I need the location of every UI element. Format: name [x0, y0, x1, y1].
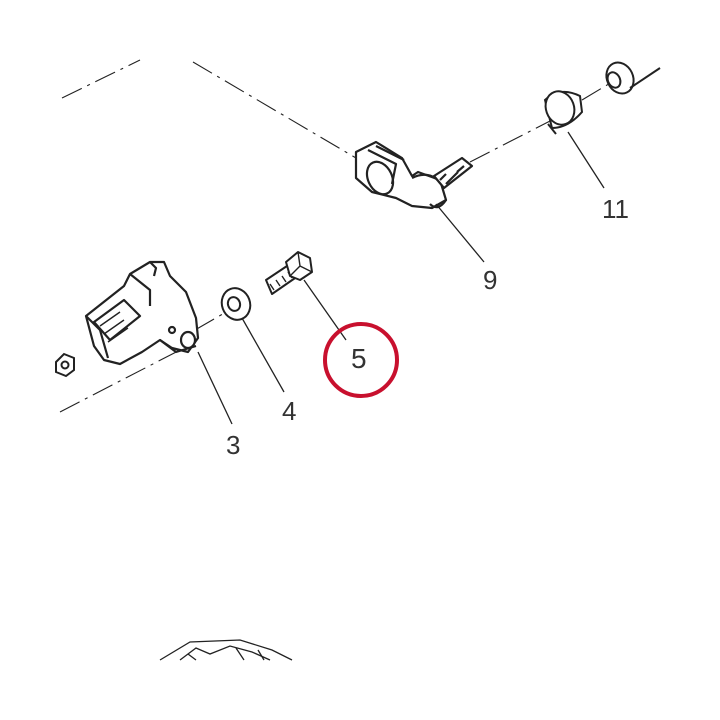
centerline-clamp-to-cap	[581, 81, 613, 101]
bolt-part	[265, 251, 313, 295]
callout-11[interactable]: 11	[602, 194, 629, 224]
centerline-to-fitting	[192, 61, 357, 159]
highlight-circle	[323, 322, 399, 398]
leader-lines	[197, 131, 605, 425]
assembly-lines	[59, 59, 613, 413]
callout-4[interactable]: 4	[282, 396, 297, 426]
elbow-fitting-part	[354, 140, 474, 210]
callout-9[interactable]: 9	[483, 265, 498, 295]
callout-5[interactable]: 5	[351, 343, 367, 374]
nut-part	[55, 352, 75, 378]
leader-3	[197, 351, 233, 425]
centerline-top-left	[61, 59, 141, 99]
hose-end-cap	[605, 61, 661, 95]
washer-part	[220, 287, 252, 321]
callout-3[interactable]: 3	[226, 430, 241, 460]
hose-clamp-part	[543, 90, 584, 135]
leader-9	[435, 203, 485, 263]
leader-4	[241, 317, 285, 393]
partial-part-bottom	[159, 639, 293, 661]
leader-11	[567, 131, 605, 189]
connector-bracket-part	[84, 260, 200, 366]
centerline-fitting-to-clamp	[469, 119, 553, 163]
centerline-bottom-left	[59, 349, 181, 413]
